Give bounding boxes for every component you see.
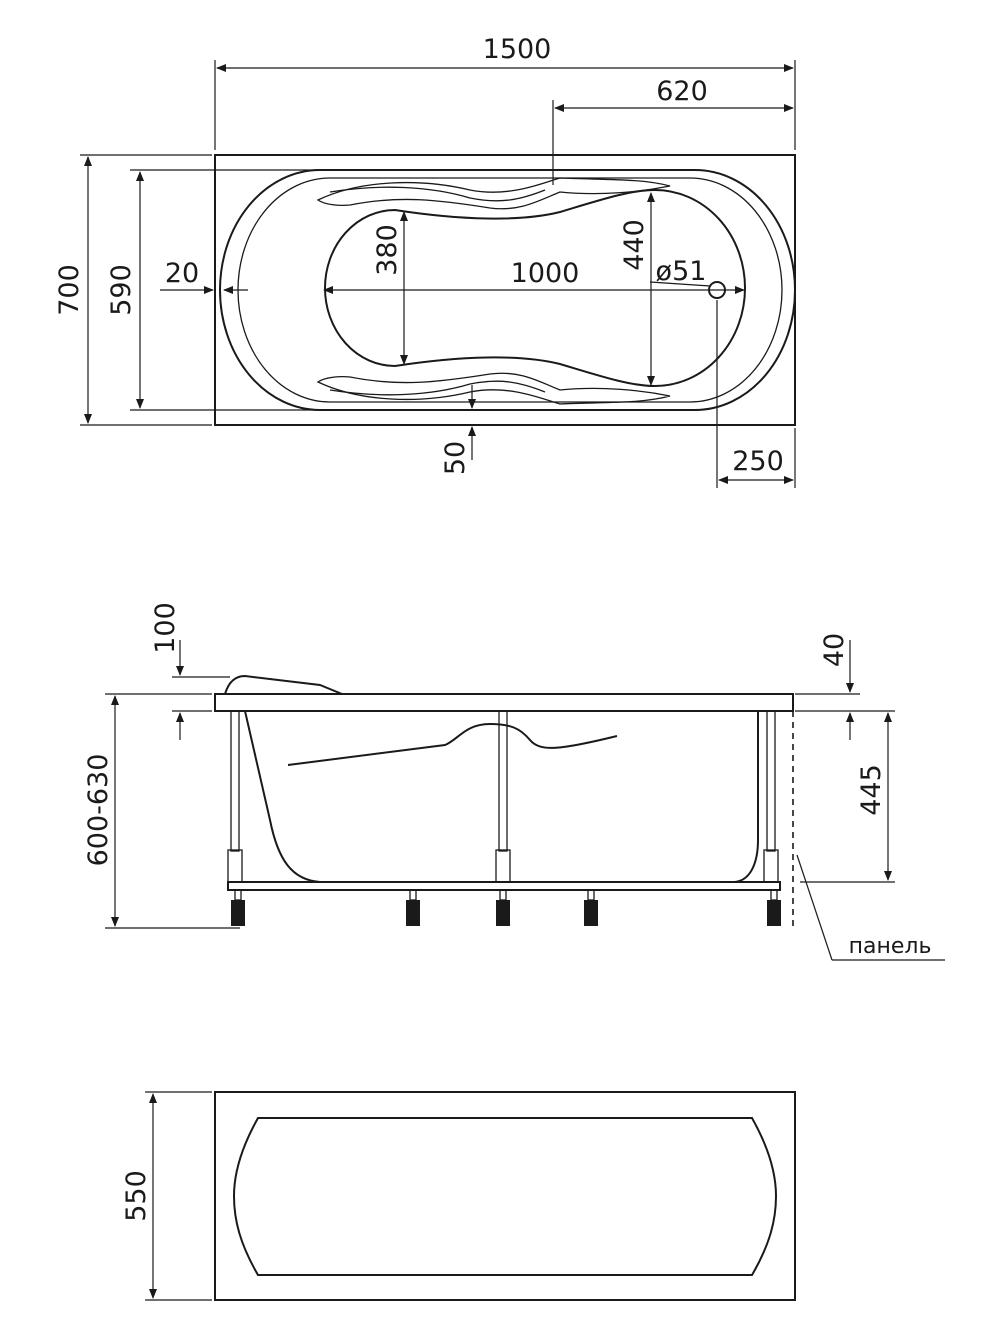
armrest-bottom-inner — [329, 380, 546, 396]
dim-label-side-offset: 50 — [440, 441, 471, 475]
dim-label-bottom-length: 1000 — [511, 258, 580, 289]
tub-rim — [214, 693, 794, 712]
panel-view: 550 — [121, 1091, 796, 1301]
label-panel: панель — [849, 934, 932, 959]
armrest-bottom — [316, 372, 671, 405]
dim-label-inner-depth-width: 440 — [619, 219, 650, 271]
dim-label-inner-width: 590 — [106, 264, 137, 316]
tub-body — [244, 710, 759, 883]
leg-right — [763, 710, 779, 883]
dim-label-headrest-height: 100 — [150, 602, 181, 654]
headrest — [224, 674, 343, 695]
tub-profile-line — [287, 722, 618, 766]
dim-label-tub-depth: 445 — [856, 764, 887, 816]
dim-label-rim-gap: 20 — [165, 258, 199, 289]
leg-center — [495, 710, 511, 883]
panel-leader — [796, 854, 833, 961]
top-view: 1500 620 700 590 20 380 1000 440 ø51 — [54, 34, 796, 488]
panel-outline — [214, 1091, 796, 1301]
tub-inner-rim — [237, 177, 783, 403]
dim-label-overall-width: 700 — [54, 264, 85, 316]
panel-relief — [232, 1117, 778, 1276]
dim-label-total-height: 600-630 — [83, 754, 114, 867]
tub-bottom — [324, 188, 746, 388]
side-view: панель 100 600-630 40 445 — [83, 602, 945, 961]
dim-label-drain-offset: 620 — [656, 76, 708, 107]
adjustable-feet — [231, 889, 781, 926]
support-frame — [227, 881, 781, 891]
dim-label-overall-length: 1500 — [483, 34, 552, 65]
armrest-top-inner — [329, 186, 546, 202]
armrest-top — [316, 177, 671, 210]
dim-label-rim-thickness: 40 — [819, 633, 850, 667]
tub-outer-rim — [219, 169, 796, 411]
leg-left — [227, 710, 243, 883]
dim-label-drain-diameter: ø51 — [656, 256, 707, 287]
dim-label-bottom-width: 380 — [372, 224, 403, 276]
dim-label-drain-end-offset: 250 — [732, 446, 784, 477]
dim-label-panel-height: 550 — [121, 1170, 152, 1222]
dim-leader-51 — [649, 281, 711, 287]
